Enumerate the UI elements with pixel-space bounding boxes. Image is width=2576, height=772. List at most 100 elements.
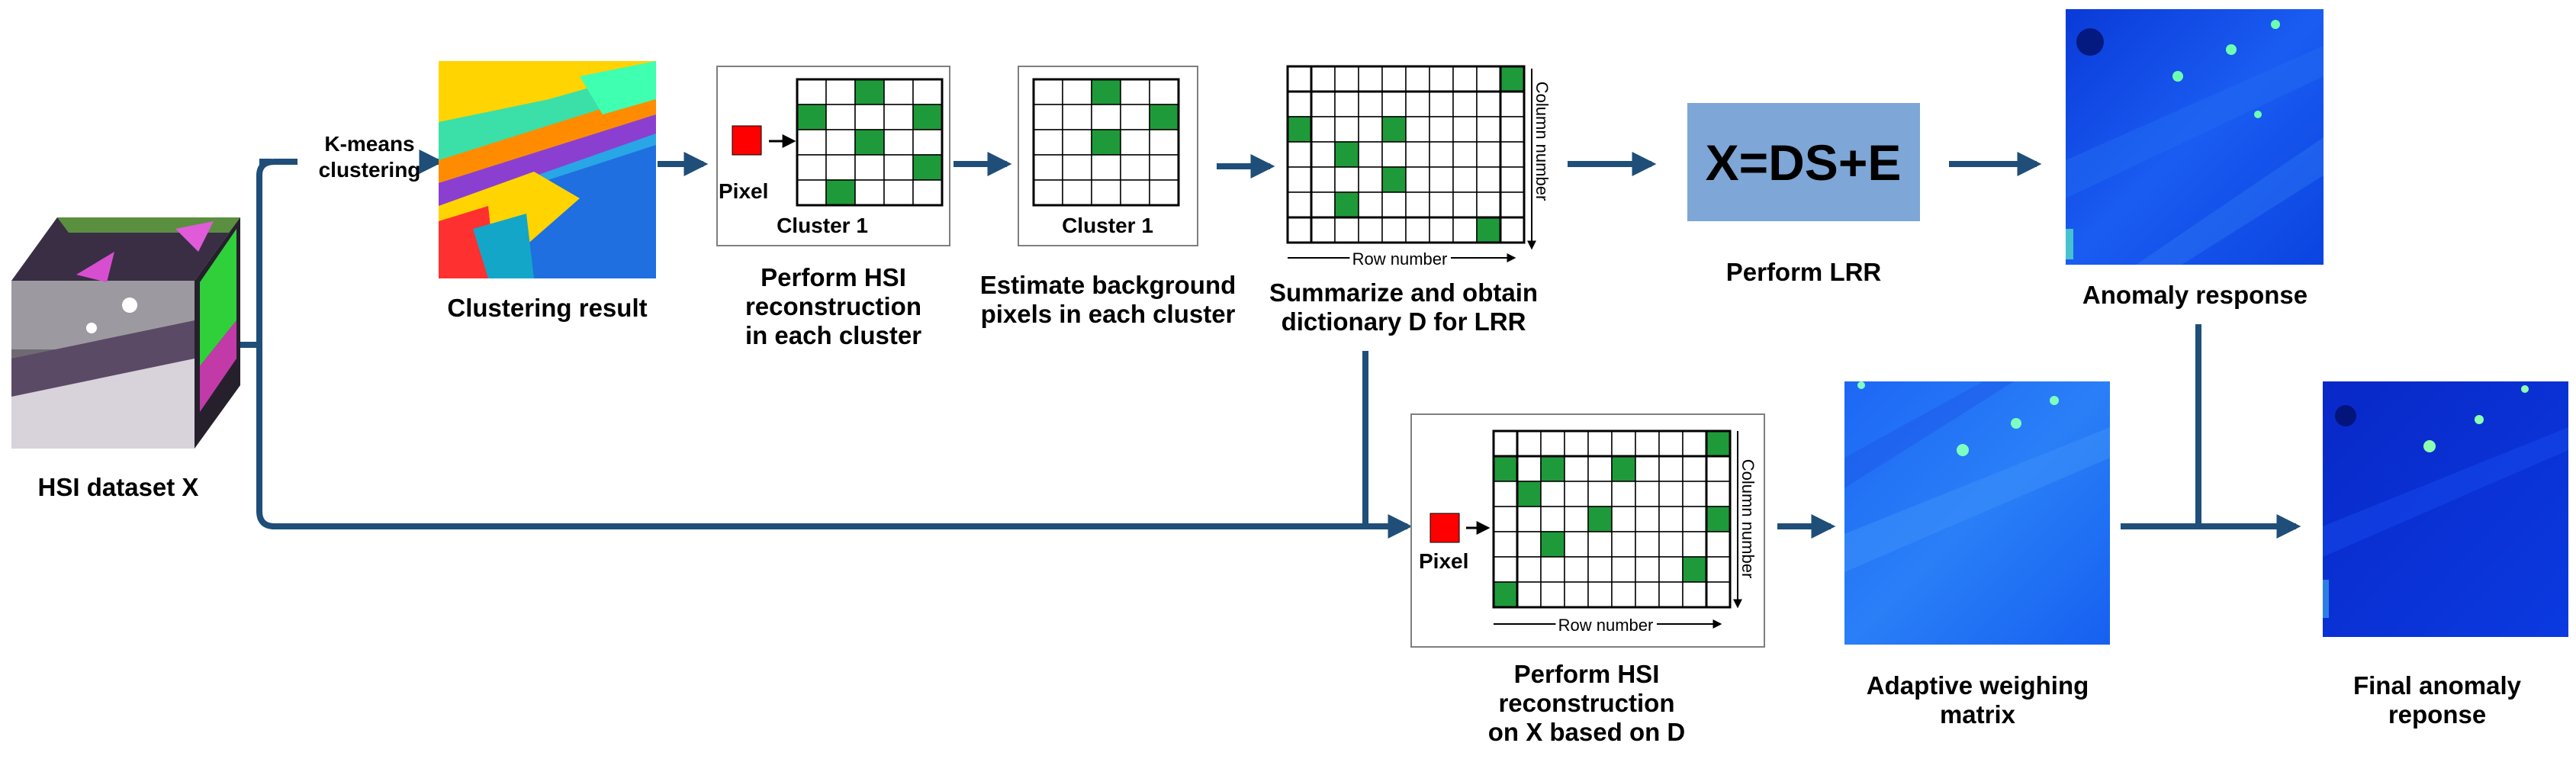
grid-cell: [1564, 430, 1589, 457]
grid-cell: [1564, 581, 1589, 608]
grid-cell: [1452, 141, 1478, 168]
grid-cell: [1452, 191, 1478, 218]
step3-caption: Summarize and obtain dictionary D for LR…: [1251, 278, 1556, 336]
grid-cell: [1287, 191, 1312, 218]
weighing-line2: matrix: [1939, 700, 2016, 729]
filled-cell: [912, 154, 943, 181]
grid-cell: [1358, 91, 1383, 117]
grid-cell: [1500, 116, 1525, 143]
filled-cell: [1587, 506, 1613, 532]
grid-cell: [1358, 166, 1383, 193]
grid-cell: [1500, 141, 1525, 168]
grid-cell: [1493, 556, 1518, 583]
lrr-label: Perform LRR: [1687, 258, 1920, 287]
grid-cell: [1405, 217, 1430, 243]
grid-cell: [1120, 129, 1150, 156]
grid-cell: [1334, 166, 1359, 193]
step3-panel: [1286, 65, 1536, 262]
step1-caption: Perform HSI reconstruction in each clust…: [698, 263, 969, 350]
grid-cell: [1120, 179, 1150, 206]
grid-cell: [1429, 91, 1454, 117]
grid-cell: [1476, 191, 1501, 218]
filled-cell: [854, 129, 885, 156]
grid-cell: [1658, 556, 1684, 583]
anomaly-response-image: [2066, 9, 2324, 265]
grid-cell: [1120, 154, 1150, 181]
pixel-square-step4: [1430, 513, 1460, 543]
grid-cell: [883, 79, 914, 105]
grid-cell: [825, 79, 856, 105]
grid-cell: [1516, 556, 1542, 583]
grid-cell: [1429, 116, 1454, 143]
filled-cell: [1540, 455, 1565, 482]
grid-cell: [1311, 91, 1336, 117]
grid-cell: [1381, 191, 1407, 218]
grid-cell: [1452, 166, 1478, 193]
grid-cell: [1405, 141, 1430, 168]
grid-cell: [1658, 430, 1684, 457]
step4-row-label: Row number: [1558, 616, 1654, 635]
grid-cell: [1587, 531, 1613, 558]
step4-panel: [1410, 413, 1765, 648]
grid-cell: [1564, 531, 1589, 558]
grid-cell: [854, 154, 885, 181]
weighing-caption: Adaptive weighing matrix: [1831, 671, 2124, 729]
grid-cell: [1334, 217, 1359, 243]
grid-cell: [1149, 129, 1179, 156]
grid-cell: [1564, 481, 1589, 507]
grid-cell: [1149, 179, 1179, 206]
step2-line1: Estimate background: [979, 271, 1237, 299]
grid-cell: [1611, 556, 1636, 583]
grid-cell: [1358, 217, 1383, 243]
filled-cell: [1091, 129, 1121, 156]
step1-cluster-label: Cluster 1: [777, 214, 868, 237]
grid-cell: [1516, 581, 1542, 608]
grid-cell: [1587, 581, 1613, 608]
lrr-box: [1687, 103, 1920, 221]
grid-cell: [1635, 581, 1660, 608]
step4-line3: on X based on D: [1487, 718, 1686, 746]
grid-cell: [1381, 91, 1407, 117]
grid-cell: [1706, 581, 1731, 608]
step1-pixel-label: Pixel: [719, 179, 768, 203]
grid-cell: [1429, 141, 1454, 168]
grid-cell: [1635, 481, 1660, 507]
grid-cell: [1540, 430, 1565, 457]
grid-border: [1492, 429, 1732, 609]
arrow-dataset-to-step4: [240, 342, 1413, 539]
cluster-grid: [796, 78, 944, 207]
filled-cell: [1706, 506, 1731, 532]
kmeans-label: K-means clustering: [299, 131, 440, 183]
grid-cell: [1033, 104, 1063, 130]
step1-line2: reconstruction: [744, 292, 922, 320]
grid-cell: [1635, 430, 1660, 457]
grid-cell: [1500, 166, 1525, 193]
grid-cell: [1493, 481, 1518, 507]
grid-cell: [1611, 581, 1636, 608]
grid-border: [796, 78, 944, 207]
step2-cluster-label: Cluster 1: [1062, 214, 1153, 237]
dataset-label-text: HSI dataset X: [37, 473, 199, 501]
grid-border: [1032, 78, 1180, 207]
grid-cell: [1682, 506, 1707, 532]
grid-cell: [1358, 191, 1383, 218]
grid-cell: [1682, 430, 1707, 457]
grid-cell: [883, 104, 914, 130]
grid-cell: [1091, 104, 1121, 130]
anomaly-label: Anomaly response: [2052, 281, 2338, 310]
grid-cell: [1405, 191, 1430, 218]
grid-cell: [1611, 430, 1636, 457]
grid-cell: [1476, 166, 1501, 193]
final-line2: reponse: [2388, 700, 2487, 729]
grid-cell: [796, 79, 827, 105]
filled-cell: [1287, 116, 1312, 143]
step2-line2: pixels in each cluster: [980, 300, 1236, 328]
grid-cell: [1120, 79, 1150, 105]
grid-cell: [1287, 66, 1312, 92]
grid-cell: [1611, 531, 1636, 558]
filled-cell: [825, 179, 856, 206]
step3-row-label: Row number: [1352, 249, 1448, 269]
grid-cell: [1405, 91, 1430, 117]
grid-cell: [1635, 531, 1660, 558]
grid-cell: [796, 179, 827, 206]
